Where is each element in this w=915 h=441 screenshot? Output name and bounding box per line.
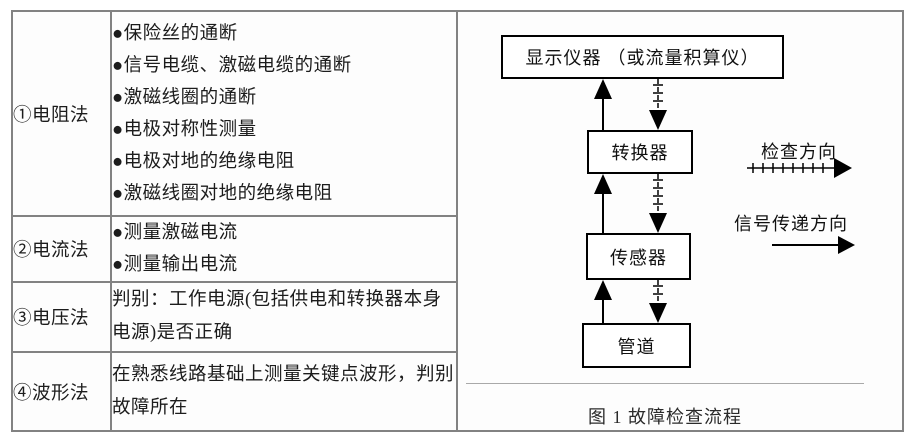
signal-direction-label: 信号传递方向	[734, 214, 848, 234]
table-row: ①电阻法 ●保险丝的通断 ●信号电缆、激磁电缆的通断 ●激磁线圈的通断 ●电极对…	[11, 10, 904, 432]
list-item: 在熟悉线路基础上测量关键点波形，判别故障所在	[112, 364, 455, 418]
flowchart-box-pipe: 管道	[582, 323, 691, 368]
flowchart-box-sensor: 传感器	[586, 233, 691, 280]
down-arrow-icon	[649, 213, 667, 233]
figure-cell: 显示仪器 （或流量积算仪） 转换器 传感器 管道	[456, 10, 904, 432]
list-item: ●测量激磁电流	[112, 223, 238, 243]
up-arrow-icon	[594, 174, 612, 194]
list-item: ●测量输出电流	[112, 255, 238, 275]
list-item: ●信号电缆、激磁电缆的通断	[112, 55, 352, 76]
list-item: ●电极对称性测量	[112, 119, 257, 140]
method-label-waveform: ④波形法	[11, 351, 112, 432]
list-item: ●保险丝的通断	[112, 23, 238, 44]
methods-table: ①电阻法 ●保险丝的通断 ●信号电缆、激磁电缆的通断 ●激磁线圈的通断 ●电极对…	[11, 10, 904, 432]
list-item: ●激磁线圈对地的绝缘电阻	[112, 183, 333, 204]
arrow-pair-sensor-pipe	[594, 280, 667, 323]
down-arrow-icon	[649, 110, 667, 130]
items-cell-voltage: 判别：工作电源(包括供电和转换器本身电源)是否正确	[110, 281, 458, 353]
method-label-current: ②电流法	[11, 215, 112, 283]
list-item: 判别：工作电源(包括供电和转换器本身电源)是否正确	[112, 290, 442, 343]
signal-direction-arrow-icon	[772, 236, 855, 254]
up-arrow-icon	[594, 79, 612, 99]
table-row: ④波形法 在熟悉线路基础上测量关键点波形，判别故障所在	[11, 351, 903, 432]
method-label-voltage: ③电压法	[11, 281, 112, 353]
up-arrow-icon	[594, 280, 612, 300]
caption-divider	[466, 383, 864, 384]
arrow-pair-display-converter	[594, 79, 667, 130]
flowchart-box-display-instrument: 显示仪器 （或流量积算仪）	[501, 35, 784, 79]
table-row: ③电压法 判别：工作电源(包括供电和转换器本身电源)是否正确	[11, 281, 903, 353]
table-row: ②电流法 ●测量激磁电流 ●测量输出电流	[11, 215, 903, 283]
down-arrow-icon	[649, 303, 667, 323]
method-label-resistance: ①电阻法	[11, 10, 112, 217]
items-cell-waveform: 在熟悉线路基础上测量关键点波形，判别故障所在	[110, 351, 458, 432]
check-direction-label: 检查方向	[761, 142, 837, 162]
figure-caption: 图 1 故障检查流程	[588, 407, 742, 427]
arrow-pair-converter-sensor	[594, 174, 667, 233]
items-cell-current: ●测量激磁电流 ●测量输出电流	[110, 215, 458, 283]
check-direction-arrow-icon	[747, 158, 852, 178]
fault-check-flowchart: 显示仪器 （或流量积算仪） 转换器 传感器 管道	[458, 12, 902, 430]
flowchart-box-converter: 转换器	[587, 130, 693, 174]
list-item: ●电极对地的绝缘电阻	[112, 151, 295, 172]
list-item: ●激磁线圈的通断	[112, 87, 257, 108]
items-cell-resistance: ●保险丝的通断 ●信号电缆、激磁电缆的通断 ●激磁线圈的通断 ●电极对称性测量 …	[110, 10, 458, 217]
